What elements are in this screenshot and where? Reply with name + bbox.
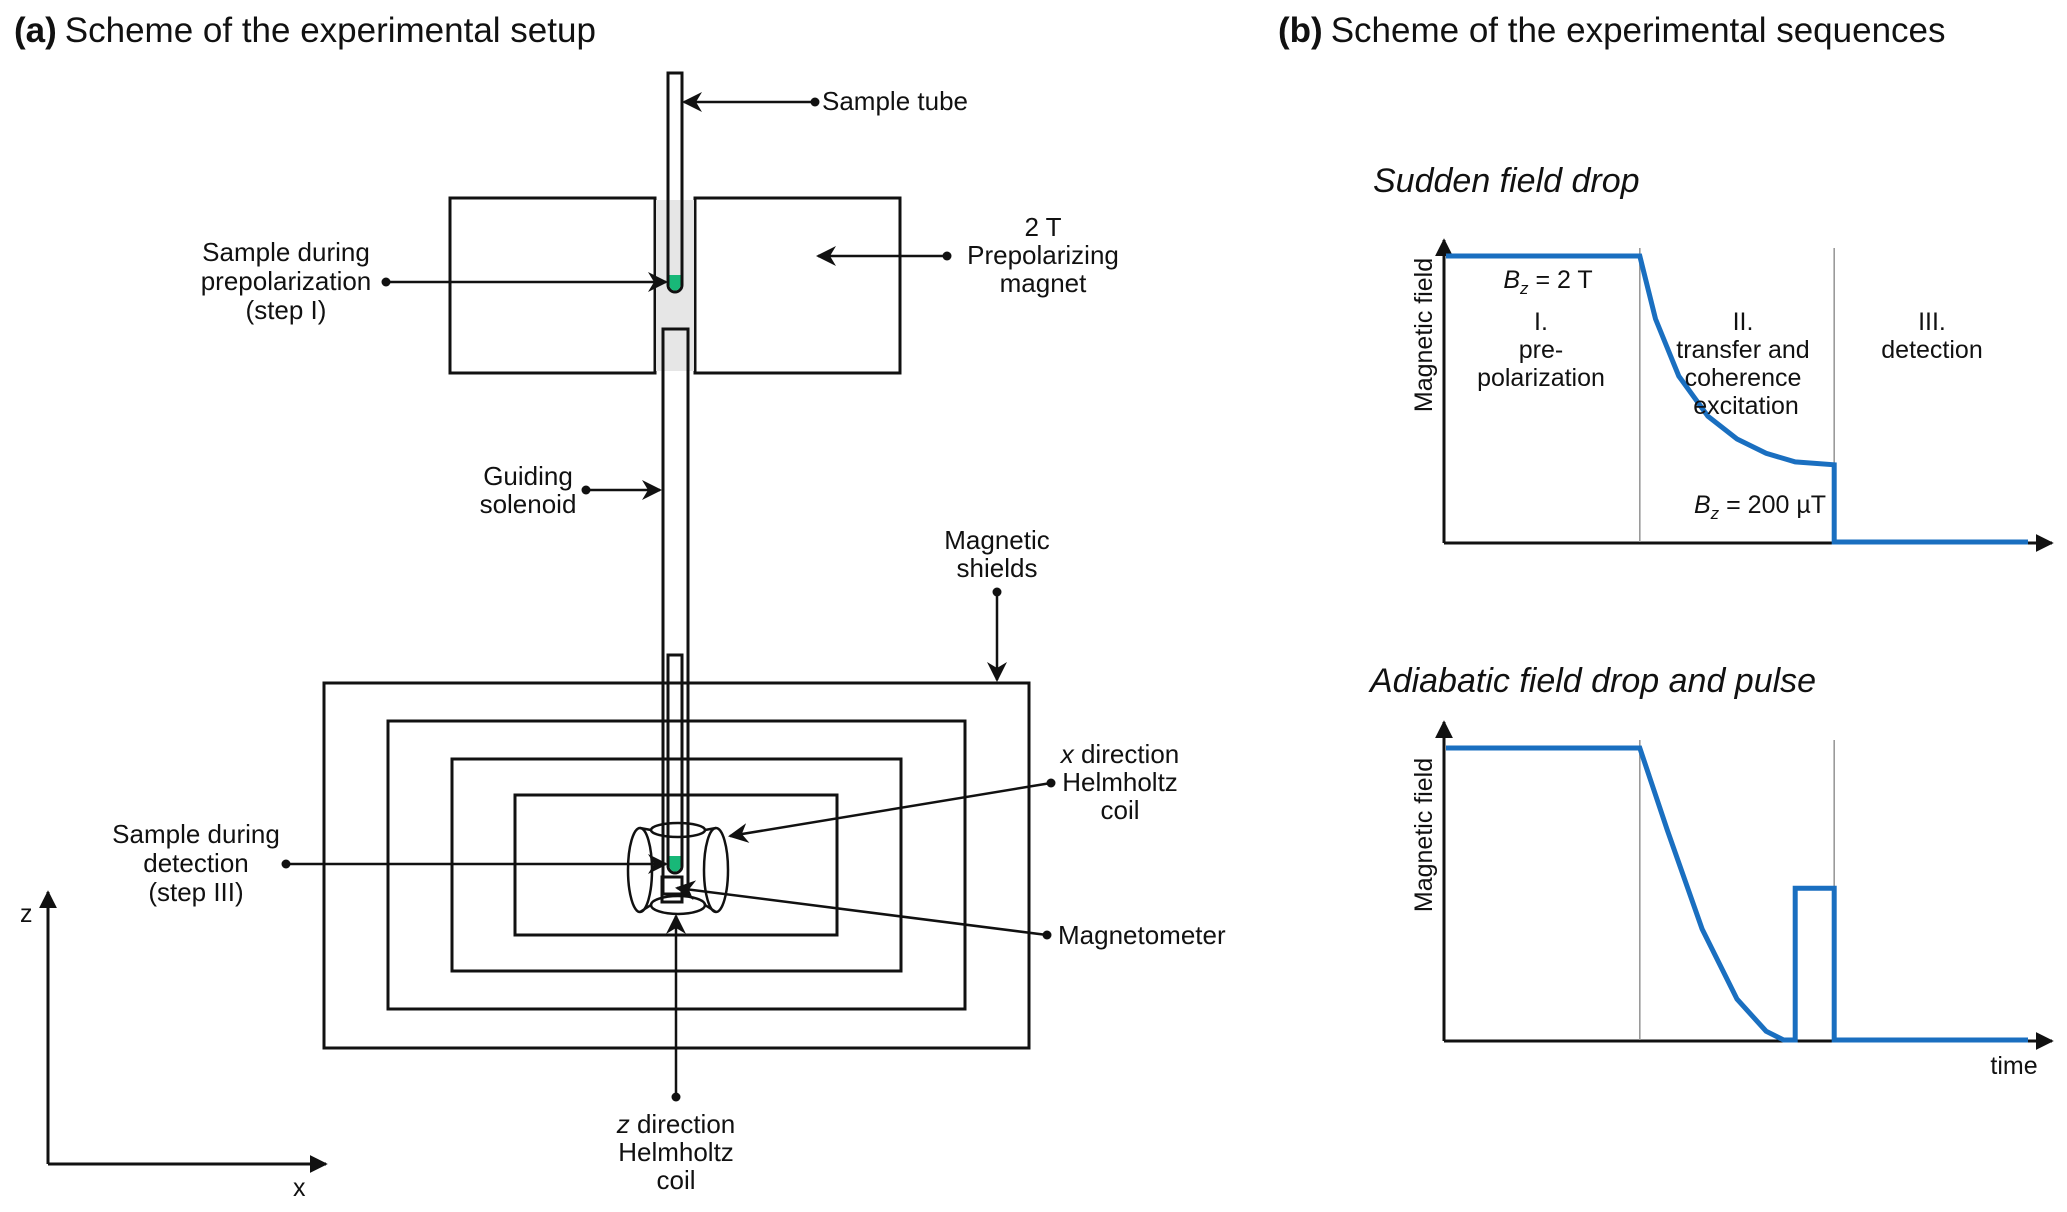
- phase-text: coherence: [1685, 364, 1802, 392]
- chart-title: Sudden field drop: [1373, 162, 1640, 200]
- phase-numeral: III.: [1918, 308, 1946, 336]
- chart-title: Adiabatic field drop and pulse: [1368, 662, 1816, 700]
- label-sample-tube: Sample tube: [682, 86, 968, 116]
- label-text: Prepolarizing: [967, 240, 1119, 270]
- phase-label-1: I. pre- polarization: [1477, 308, 1605, 392]
- label-text: Sample tube: [822, 86, 968, 116]
- panel-a: (a)Scheme of the experimental setup: [14, 11, 1226, 1202]
- label-text: x direction: [1059, 739, 1180, 769]
- label-text: (step I): [246, 295, 327, 325]
- phase-label-3: III. detection: [1881, 308, 1982, 364]
- coil-edge: [639, 826, 652, 832]
- label-text: Sample during: [112, 819, 280, 849]
- series-line: [1446, 745, 2028, 1043]
- x-axis-label: time: [1990, 1052, 2037, 1080]
- label-z-helmholtz-coil: z direction Helmholtz coil: [616, 914, 736, 1195]
- label-x-helmholtz-coil: x direction Helmholtz coil: [728, 739, 1180, 843]
- label-text: Guiding: [483, 461, 573, 491]
- sample-prepolarization: [669, 275, 681, 291]
- leader-dot: [1042, 930, 1052, 940]
- phase-text: pre-: [1519, 336, 1563, 364]
- leader-dot: [1046, 778, 1056, 788]
- phase-text: detection: [1881, 336, 1982, 364]
- y-axis-label: Magnetic field: [1410, 258, 1438, 412]
- magnet-right-block: [693, 196, 902, 375]
- label-magnetic-shields: Magnetic shields: [944, 525, 1050, 682]
- label-guiding-solenoid: Guiding solenoid: [480, 461, 662, 519]
- phase-label-2: II. transfer and coherence excitation: [1676, 308, 1809, 420]
- sample-tube-upper: [666, 71, 684, 294]
- phase-text: excitation: [1693, 392, 1799, 420]
- label-text: Sample during: [202, 237, 370, 267]
- label-text: shields: [957, 553, 1038, 583]
- leader-line: [728, 781, 1052, 843]
- leader-dot: [671, 1092, 681, 1102]
- label-text: detection: [143, 848, 249, 878]
- coil-top-ring: [649, 821, 707, 839]
- label-text: coil: [656, 1165, 695, 1195]
- magnet-left-block: [448, 196, 657, 375]
- coil-edge: [639, 903, 652, 914]
- label-text: z direction: [616, 1109, 736, 1139]
- label-text: coil: [1100, 795, 1139, 825]
- label-text: (step III): [148, 877, 243, 907]
- label-text: magnet: [1000, 268, 1087, 298]
- phase-text: transfer and: [1676, 336, 1809, 364]
- axis-z-label: z: [20, 900, 33, 928]
- sample-detection: [669, 856, 681, 872]
- phase-numeral: I.: [1534, 308, 1548, 336]
- leader-dot: [810, 97, 820, 107]
- label-text: Helmholtz: [1062, 767, 1178, 797]
- label-sample-prepolarization: Sample during prepolarization (step I): [201, 237, 668, 325]
- coordinate-axes: z x: [20, 890, 328, 1202]
- axis-x-label: x: [293, 1174, 306, 1202]
- label-prepolarizing-magnet: 2 T Prepolarizing magnet: [816, 212, 1119, 298]
- leader-line: [675, 880, 1048, 937]
- phase-text: polarization: [1477, 364, 1605, 392]
- panel-b-title: (b)Scheme of the experimental sequences: [1278, 11, 1946, 50]
- label-text: solenoid: [480, 489, 577, 519]
- panel-b: (b)Scheme of the experimental sequences …: [1278, 11, 2054, 1080]
- label-text: Magnetometer: [1058, 920, 1226, 950]
- label-text: 2 T: [1024, 212, 1061, 242]
- label-text: prepolarization: [201, 266, 372, 296]
- leader-dot: [581, 485, 591, 495]
- chart-sudden-field-drop: Sudden field drop Magnetic field Bz = 2 …: [1373, 162, 2054, 552]
- annotation-bz-2t: Bz = 2 T: [1503, 266, 1592, 298]
- coil-edge: [704, 826, 717, 832]
- series-line: [1446, 253, 2028, 545]
- label-magnetometer: Magnetometer: [675, 880, 1226, 950]
- sample-tube-lower: [666, 653, 684, 875]
- label-text: Helmholtz: [618, 1137, 734, 1167]
- label-sample-detection: Sample during detection (step III): [112, 819, 668, 907]
- annotation-bz-200ut: Bz = 200 µT: [1694, 491, 1826, 523]
- coil-left-ring: [626, 826, 654, 914]
- chart-adiabatic-field-drop: Adiabatic field drop and pulse Magnetic …: [1368, 662, 2054, 1080]
- coil-bottom-ring: [649, 894, 707, 916]
- leader-dot: [281, 859, 291, 869]
- leader-dot: [942, 251, 952, 261]
- phase-numeral: II.: [1733, 308, 1754, 336]
- leader-dot: [992, 587, 1002, 597]
- panel-a-title: (a)Scheme of the experimental setup: [14, 11, 596, 50]
- leader-dot: [381, 277, 391, 287]
- coil-right-ring: [702, 826, 730, 914]
- y-axis-label: Magnetic field: [1410, 758, 1438, 912]
- coil-edge: [704, 903, 717, 914]
- label-text: Magnetic: [944, 525, 1050, 555]
